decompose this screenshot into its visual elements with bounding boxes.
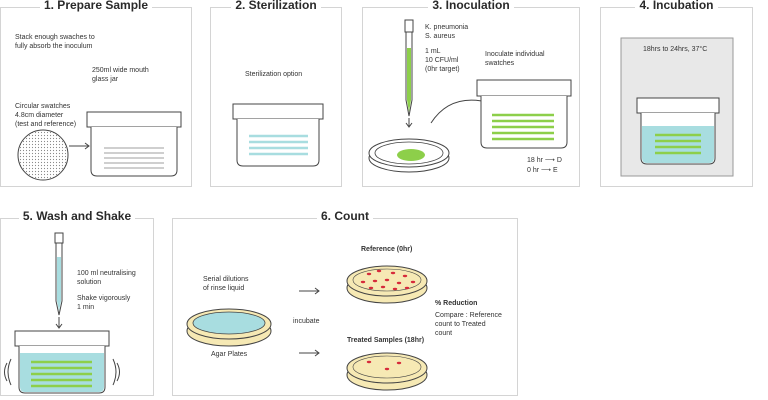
reduction-text: Compare : Reference count to Treated cou… (435, 312, 502, 337)
petri-dish (368, 138, 450, 173)
jar-lid (86, 111, 182, 128)
green-swatches (492, 113, 554, 141)
panel-incubation: 4. Incubation 18hrs to 24hrs, 37°C (600, 0, 753, 187)
inoculum-volume: 1 mL 10 CFU/ml (0hr target) (425, 48, 460, 73)
panel-title: 6. Count (317, 209, 373, 223)
swatch-label: Circular swatches 4.8cm diameter (test a… (15, 103, 77, 128)
panel-count: 6. Count Reference (0hr) Serial dilution… (172, 209, 518, 396)
swatch-disc (17, 129, 69, 181)
panel-title: 1. Prepare Sample (39, 0, 153, 12)
panel-wash-and-shake: 5. Wash and Shake 100 ml neutralising so… (0, 209, 154, 396)
liquid (642, 126, 714, 163)
reference-colonies (360, 269, 416, 291)
jar-label: 250ml wide mouth glass jar (92, 67, 149, 83)
shake-instruction: Shake vigorously 1 min (77, 295, 131, 311)
teal-swatches (249, 134, 308, 156)
reference-label: Reference (0hr) (361, 246, 413, 253)
reference-plate (346, 265, 428, 304)
treated-plate (346, 352, 428, 391)
organisms: K. pneumonia S. aureus (425, 24, 469, 40)
green-swatches (655, 133, 701, 155)
panel-title: 2. Sterilization (231, 0, 321, 12)
neutralising-solution: 100 ml neutralising solution (77, 270, 136, 286)
incubation-illustration (620, 37, 734, 177)
panel-sterilization: 2. Sterilization Sterilization option (210, 0, 342, 187)
jar-lid (476, 79, 572, 97)
reduction-title: % Reduction (435, 300, 478, 307)
panel-title: 5. Wash and Shake (18, 209, 136, 223)
sterilization-illustration (232, 103, 324, 167)
agar-plates-label: Agar Plates (211, 351, 248, 358)
pipette (404, 19, 414, 117)
time-0hr: 0 hr ⟶ E (527, 167, 558, 174)
panel-title: 3. Inoculation (428, 0, 514, 12)
shake-motion-lines (4, 358, 120, 386)
prepare-sample-illustration (17, 111, 182, 181)
incubate-label: incubate (293, 318, 320, 325)
green-swatches (31, 360, 92, 388)
inoculation-illustration (368, 19, 572, 173)
swatch-stack (104, 147, 164, 169)
jar-lid (232, 103, 324, 120)
panel-title: 4. Incubation (635, 0, 718, 12)
serial-dilutions: Serial dilutions of rinse liquid (203, 276, 249, 292)
pipette (54, 232, 64, 316)
incubation-duration: 18hrs to 24hrs, 37°C (643, 46, 708, 53)
jar-lid (636, 97, 720, 114)
treated-colonies (366, 360, 402, 371)
treated-label: Treated Samples (18hr) (347, 337, 425, 344)
panel-inoculation: 3. Inoculation K. pneumonia S. aureus 1 … (362, 0, 580, 187)
inoculum-drop (397, 149, 425, 161)
panel-prepare-sample: 1. Prepare Sample Stack enough swaches t… (0, 0, 192, 187)
inoculate-label: Inoculate individual swatches (485, 51, 545, 67)
jar-lid (14, 330, 110, 347)
agar-plate-source (186, 308, 272, 347)
time-18hr: 18 hr ⟶ D (527, 157, 562, 164)
sterilization-option: Sterilization option (245, 71, 303, 78)
count-illustration (186, 265, 428, 391)
stack-note: Stack enough swaches to fully absorb the… (15, 34, 95, 50)
wash-shake-illustration (4, 232, 120, 394)
